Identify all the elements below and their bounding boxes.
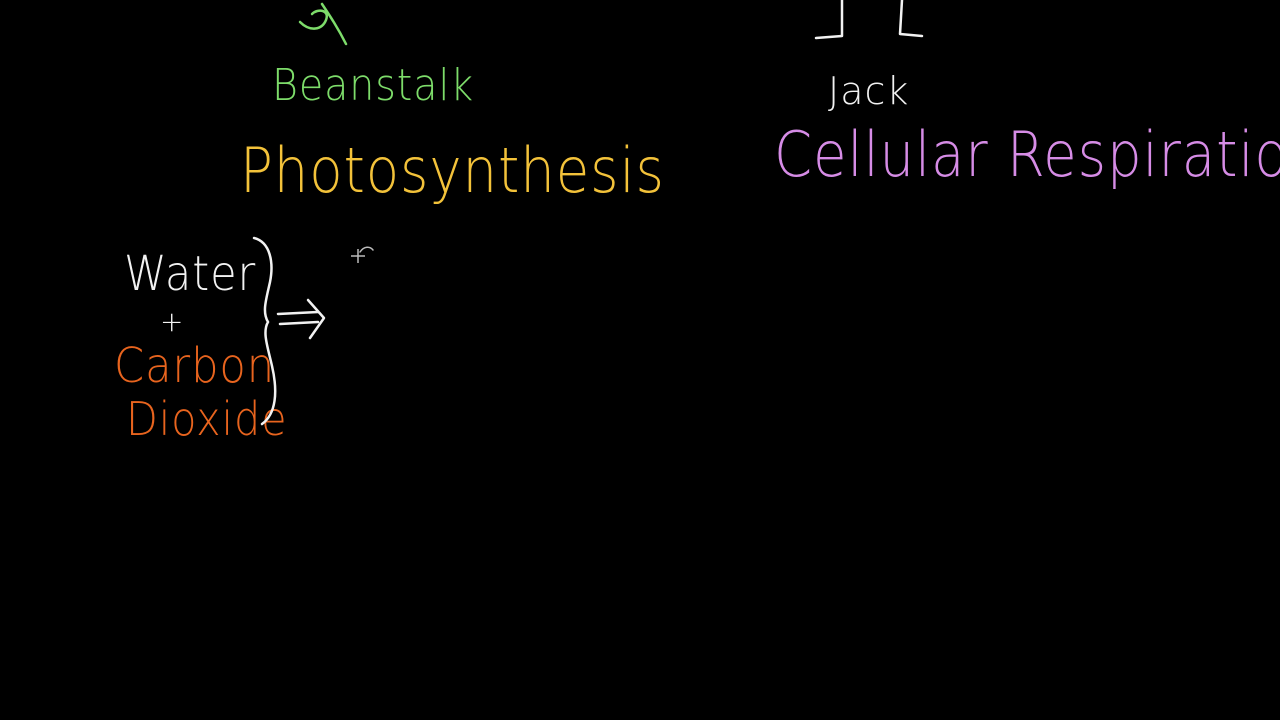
plus-sign: +	[160, 305, 185, 338]
jack-label: Jack	[828, 69, 910, 113]
carbon-label: Carbon	[114, 338, 276, 394]
photosynthesis-title: Photosynthesis	[240, 134, 665, 207]
water-label: Water	[124, 246, 257, 302]
cellular-respiration-title: Cellular Respiration	[774, 118, 1280, 191]
dioxide-label: Dioxide	[126, 392, 288, 446]
beanstalk-label: Beanstalk	[272, 60, 475, 111]
